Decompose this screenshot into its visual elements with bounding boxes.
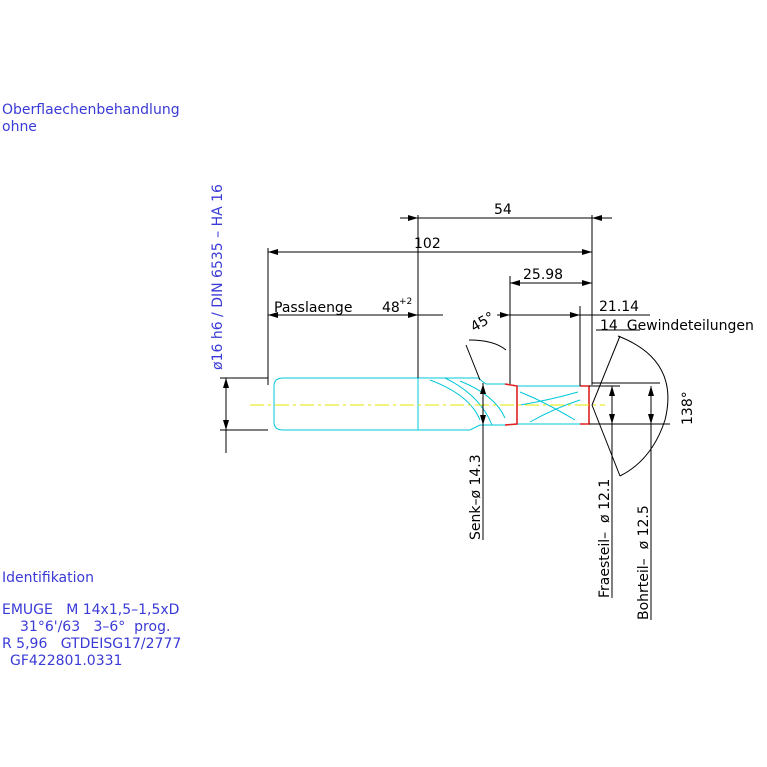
passlaenge-tolerance: +2 (399, 297, 412, 307)
dim-21-14: 21.14 (599, 299, 639, 315)
thread-pitches-label: 14 Gewindeteilungen (600, 318, 754, 334)
angle-45: 45° (468, 309, 498, 335)
shank-spec: ø16 h6 / DIN 6535 – HA 16 (210, 184, 226, 370)
dim-54: 54 (494, 202, 512, 218)
passlaenge-label: Passlaenge (274, 300, 352, 316)
dimension-lines (220, 215, 670, 620)
surface-treatment-label: Oberflaechenbehandlung (2, 102, 180, 118)
identification-line-4: GF422801.0331 (10, 653, 122, 669)
dim-102: 102 (414, 236, 441, 252)
fraesteil-diameter: Fraesteil– ø 12.1 (597, 479, 613, 598)
tool-body (273, 377, 581, 431)
senk-diameter: Senk–ø 14.3 (468, 454, 484, 540)
passlaenge-value: 48 (382, 300, 400, 316)
angle-138: 138° (680, 391, 696, 425)
identification-heading: Identifikation (2, 570, 94, 586)
arrowheads (223, 215, 654, 430)
identification-line-2: 31°6'/63 3–6° prog. (20, 619, 170, 635)
dim-25-98: 25.98 (523, 267, 563, 283)
bohrteil-diameter: Bohrteil– ø 12.5 (636, 505, 652, 620)
identification-line-3: R 5,96 GTDEISG17/2777 (2, 636, 181, 652)
identification-line-1: EMUGE M 14x1,5–1,5xD (2, 602, 179, 618)
surface-treatment-value: ohne (2, 119, 37, 135)
